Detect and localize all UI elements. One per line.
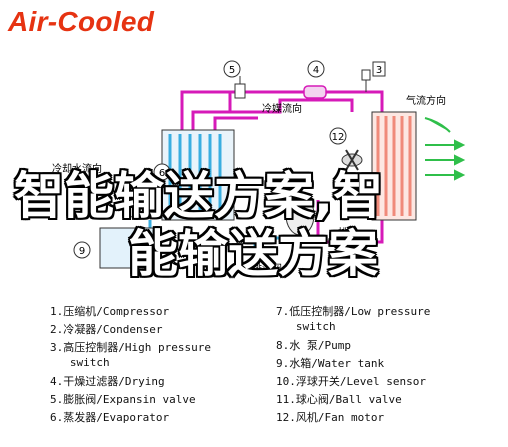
watermark-line-1: 智能输送方案,智 [14, 167, 383, 225]
water-tank [99, 227, 161, 269]
legend-right: 7.低压控制器/Low pressure switch 8.水 泵/Pump 9… [276, 304, 430, 428]
air-flow-arrows [424, 117, 466, 181]
pump [122, 202, 138, 218]
marker-5: 5 [223, 60, 241, 78]
svg-text:5: 5 [229, 65, 235, 76]
legend-item: 7.低压控制器/Low pressure switch [276, 305, 431, 333]
legend-item: 9.水箱/Water tank [276, 357, 385, 370]
fan-motor [341, 149, 363, 171]
label-drain-valve: 排污阀 [252, 262, 282, 275]
label-drain: 排水 [338, 226, 358, 239]
svg-text:9: 9 [79, 246, 85, 257]
marker-9: 9 [73, 241, 91, 259]
marker-6: 6 [153, 163, 171, 181]
drying-filter [303, 85, 327, 99]
label-refrigerant-flow: 冷媒流向 [262, 102, 302, 115]
legend-item: 11.球心阀/Ball valve [276, 393, 402, 406]
high-pressure-switch [361, 69, 371, 92]
svg-text:4: 4 [313, 65, 319, 76]
watermark-line-2: 能输送方案 [128, 225, 378, 283]
legend-item: 5.膨胀阀/Expansin valve [50, 393, 196, 406]
marker-3: 3 [372, 61, 386, 77]
marker-12: 12 [329, 127, 347, 145]
label-cooling-water-flow: 冷却水流向 [52, 162, 102, 175]
legend-item: 10.浮球开关/Level sensor [276, 375, 426, 388]
marker-4: 4 [307, 60, 325, 78]
compressor [285, 194, 315, 236]
legend-item: 1.压缩机/Compressor [50, 305, 170, 318]
legend-left: 1.压缩机/Compressor 2.冷凝器/Condenser 3.高压控制器… [50, 304, 211, 428]
condenser [371, 111, 417, 221]
svg-text:6: 6 [159, 168, 165, 179]
legend-item: 2.冷凝器/Condenser [50, 323, 163, 336]
page-title: Air-Cooled [8, 6, 155, 37]
legend-item: 12.风机/Fan motor [276, 411, 385, 424]
legend-item: 4.干燥过滤器/Drying [50, 375, 165, 388]
expansion-valve [234, 76, 246, 99]
refrigerant-piping [180, 90, 384, 244]
legend-item: 3.高压控制器/High pressure switch [50, 341, 211, 369]
legend-item: 8.水 泵/Pump [276, 339, 351, 352]
legend-item: 6.蒸发器/Evaporator [50, 411, 170, 424]
refrigeration-diagram: 5 4 3 12 6 9 冷媒流向 气流方向 冷却水流向 排水 排污阀 [52, 60, 466, 275]
svg-text:12: 12 [332, 132, 345, 143]
label-air-flow: 气流方向 [406, 94, 446, 107]
svg-text:3: 3 [376, 65, 382, 76]
